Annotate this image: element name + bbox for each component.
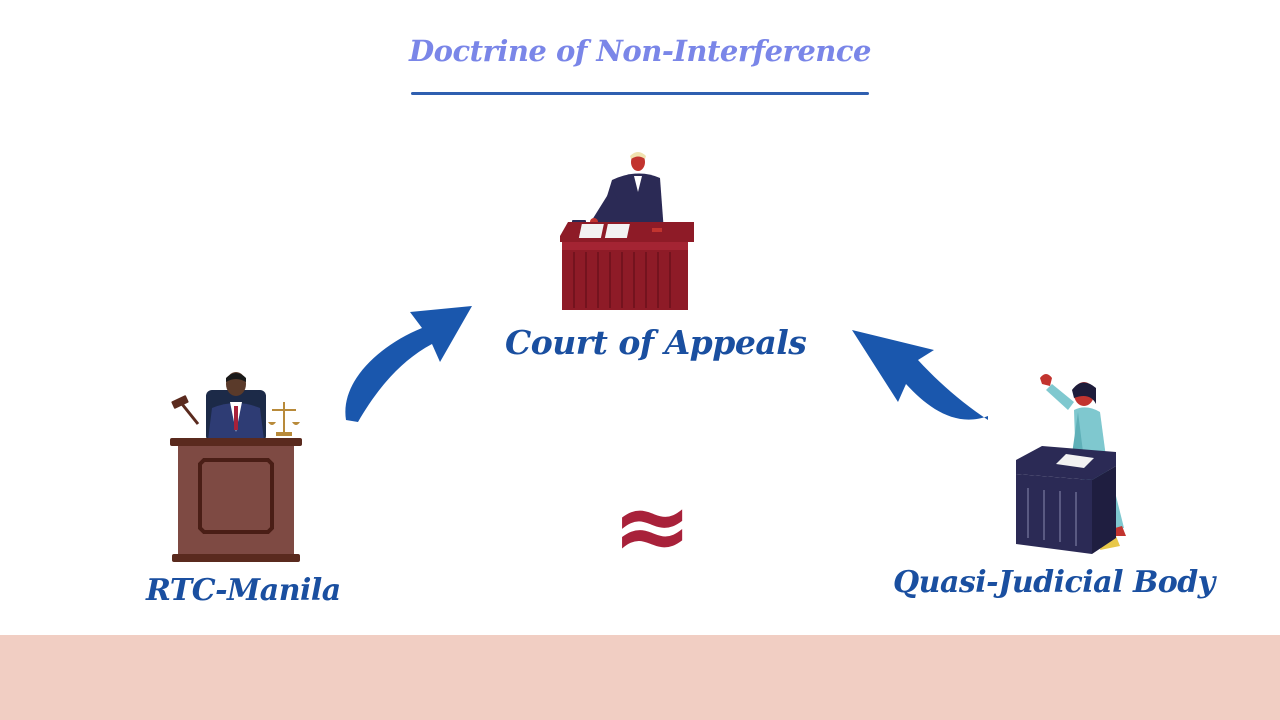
title-underline <box>411 92 869 95</box>
footer-band <box>0 635 1280 720</box>
arrow-rtc-to-appeals <box>345 306 472 422</box>
court-of-appeals-label: Court of Appeals <box>505 323 807 362</box>
quasi-judicial-body-label: Quasi-Judicial Body <box>893 565 1215 600</box>
official-at-ballot-box-icon <box>1016 374 1126 554</box>
page-title: Doctrine of Non-Interference <box>409 34 871 68</box>
rtc-manila-label: RTC-Manila <box>146 573 341 608</box>
approximately-equal-symbol: ≈ <box>612 470 693 582</box>
trial-judge-podium-icon <box>170 372 302 562</box>
judge-at-bench-icon <box>560 152 694 310</box>
arrow-quasi-judicial-to-appeals <box>852 330 988 420</box>
